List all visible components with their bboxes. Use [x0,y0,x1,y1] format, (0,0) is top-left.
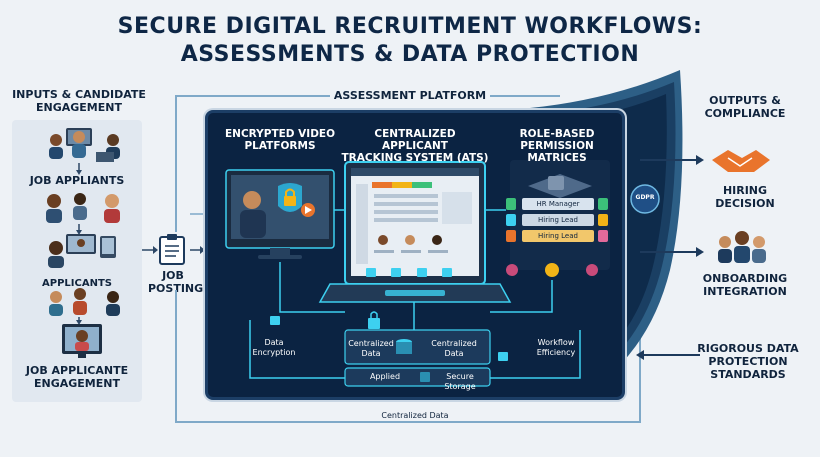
applicant-monitor [62,324,102,358]
ats-laptop [318,161,512,303]
ats-label: CENTRALIZED APPLICANT TRACKING SYSTEM (A… [341,128,489,164]
data-protection-standards-label: RIGOROUS DATA PROTECTION STANDARDS [697,342,799,381]
applicant-group-laptop [48,234,116,268]
onboarding-integration-label: ONBOARDING INTEGRATION [702,272,788,298]
applicant-group-middle [46,193,120,223]
workflow-efficiency-label: Workflow Efficiency [536,338,576,357]
hiring-decision-label: HIRING DECISION [715,184,775,210]
rbac-label: ROLE-BASED PERMISSION MATRICES [519,128,595,164]
video-platform-label: ENCRYPTED VIDEO PLATFORMS [224,128,336,152]
gdpr-badge-icon [630,184,660,214]
role-permission-stack [506,160,610,277]
job-posting-label: JOB POSTING [148,269,204,295]
secure-storage-label: Secure Storage [444,372,476,391]
title-line-1: SECURE DIGITAL RECRUITMENT WORKFLOWS: [117,14,703,39]
applicant-group-lower [49,288,120,316]
platform-lock-icons [270,268,508,381]
centralized-data-bottom-label: Centralized Data [350,411,480,421]
role-hiring-lead-2: Hiring Lead [538,232,578,240]
engagement-label: JOB APPLICANTE ENGAGEMENT [25,364,129,390]
role-hiring-lead-1: Hiring Lead [538,216,578,224]
job-applicants-label: JOB APPLIANTS [29,174,125,187]
role-hr-manager: HR Manager [536,200,580,208]
gdpr-badge-label: GDPR [635,194,655,201]
db-right-label: Centralized Data [431,339,477,358]
handshake-icon [712,150,770,172]
onboarding-team-icon [718,231,766,263]
database-blocks [344,329,491,387]
platform-flow-lines [249,209,581,379]
applicants-label: APPLICANTS [42,278,112,289]
applied-label: Applied [369,372,401,381]
data-encryption-label: Data Encryption [252,338,296,357]
db-left-label: Centralized Data [348,339,394,358]
left-heading: INPUTS & CANDIDATE ENGAGEMENT [12,88,146,114]
encrypted-video-monitor [225,169,335,259]
job-posting-icon [159,234,185,265]
title-line-2: ASSESSMENTS & DATA PROTECTION [180,42,640,67]
left-panel [12,120,142,402]
assessment-platform-label: ASSESSMENT PLATFORM [333,89,487,102]
right-heading: OUTPUTS & COMPLIANCE [704,94,786,120]
applicant-group-top [49,128,120,162]
